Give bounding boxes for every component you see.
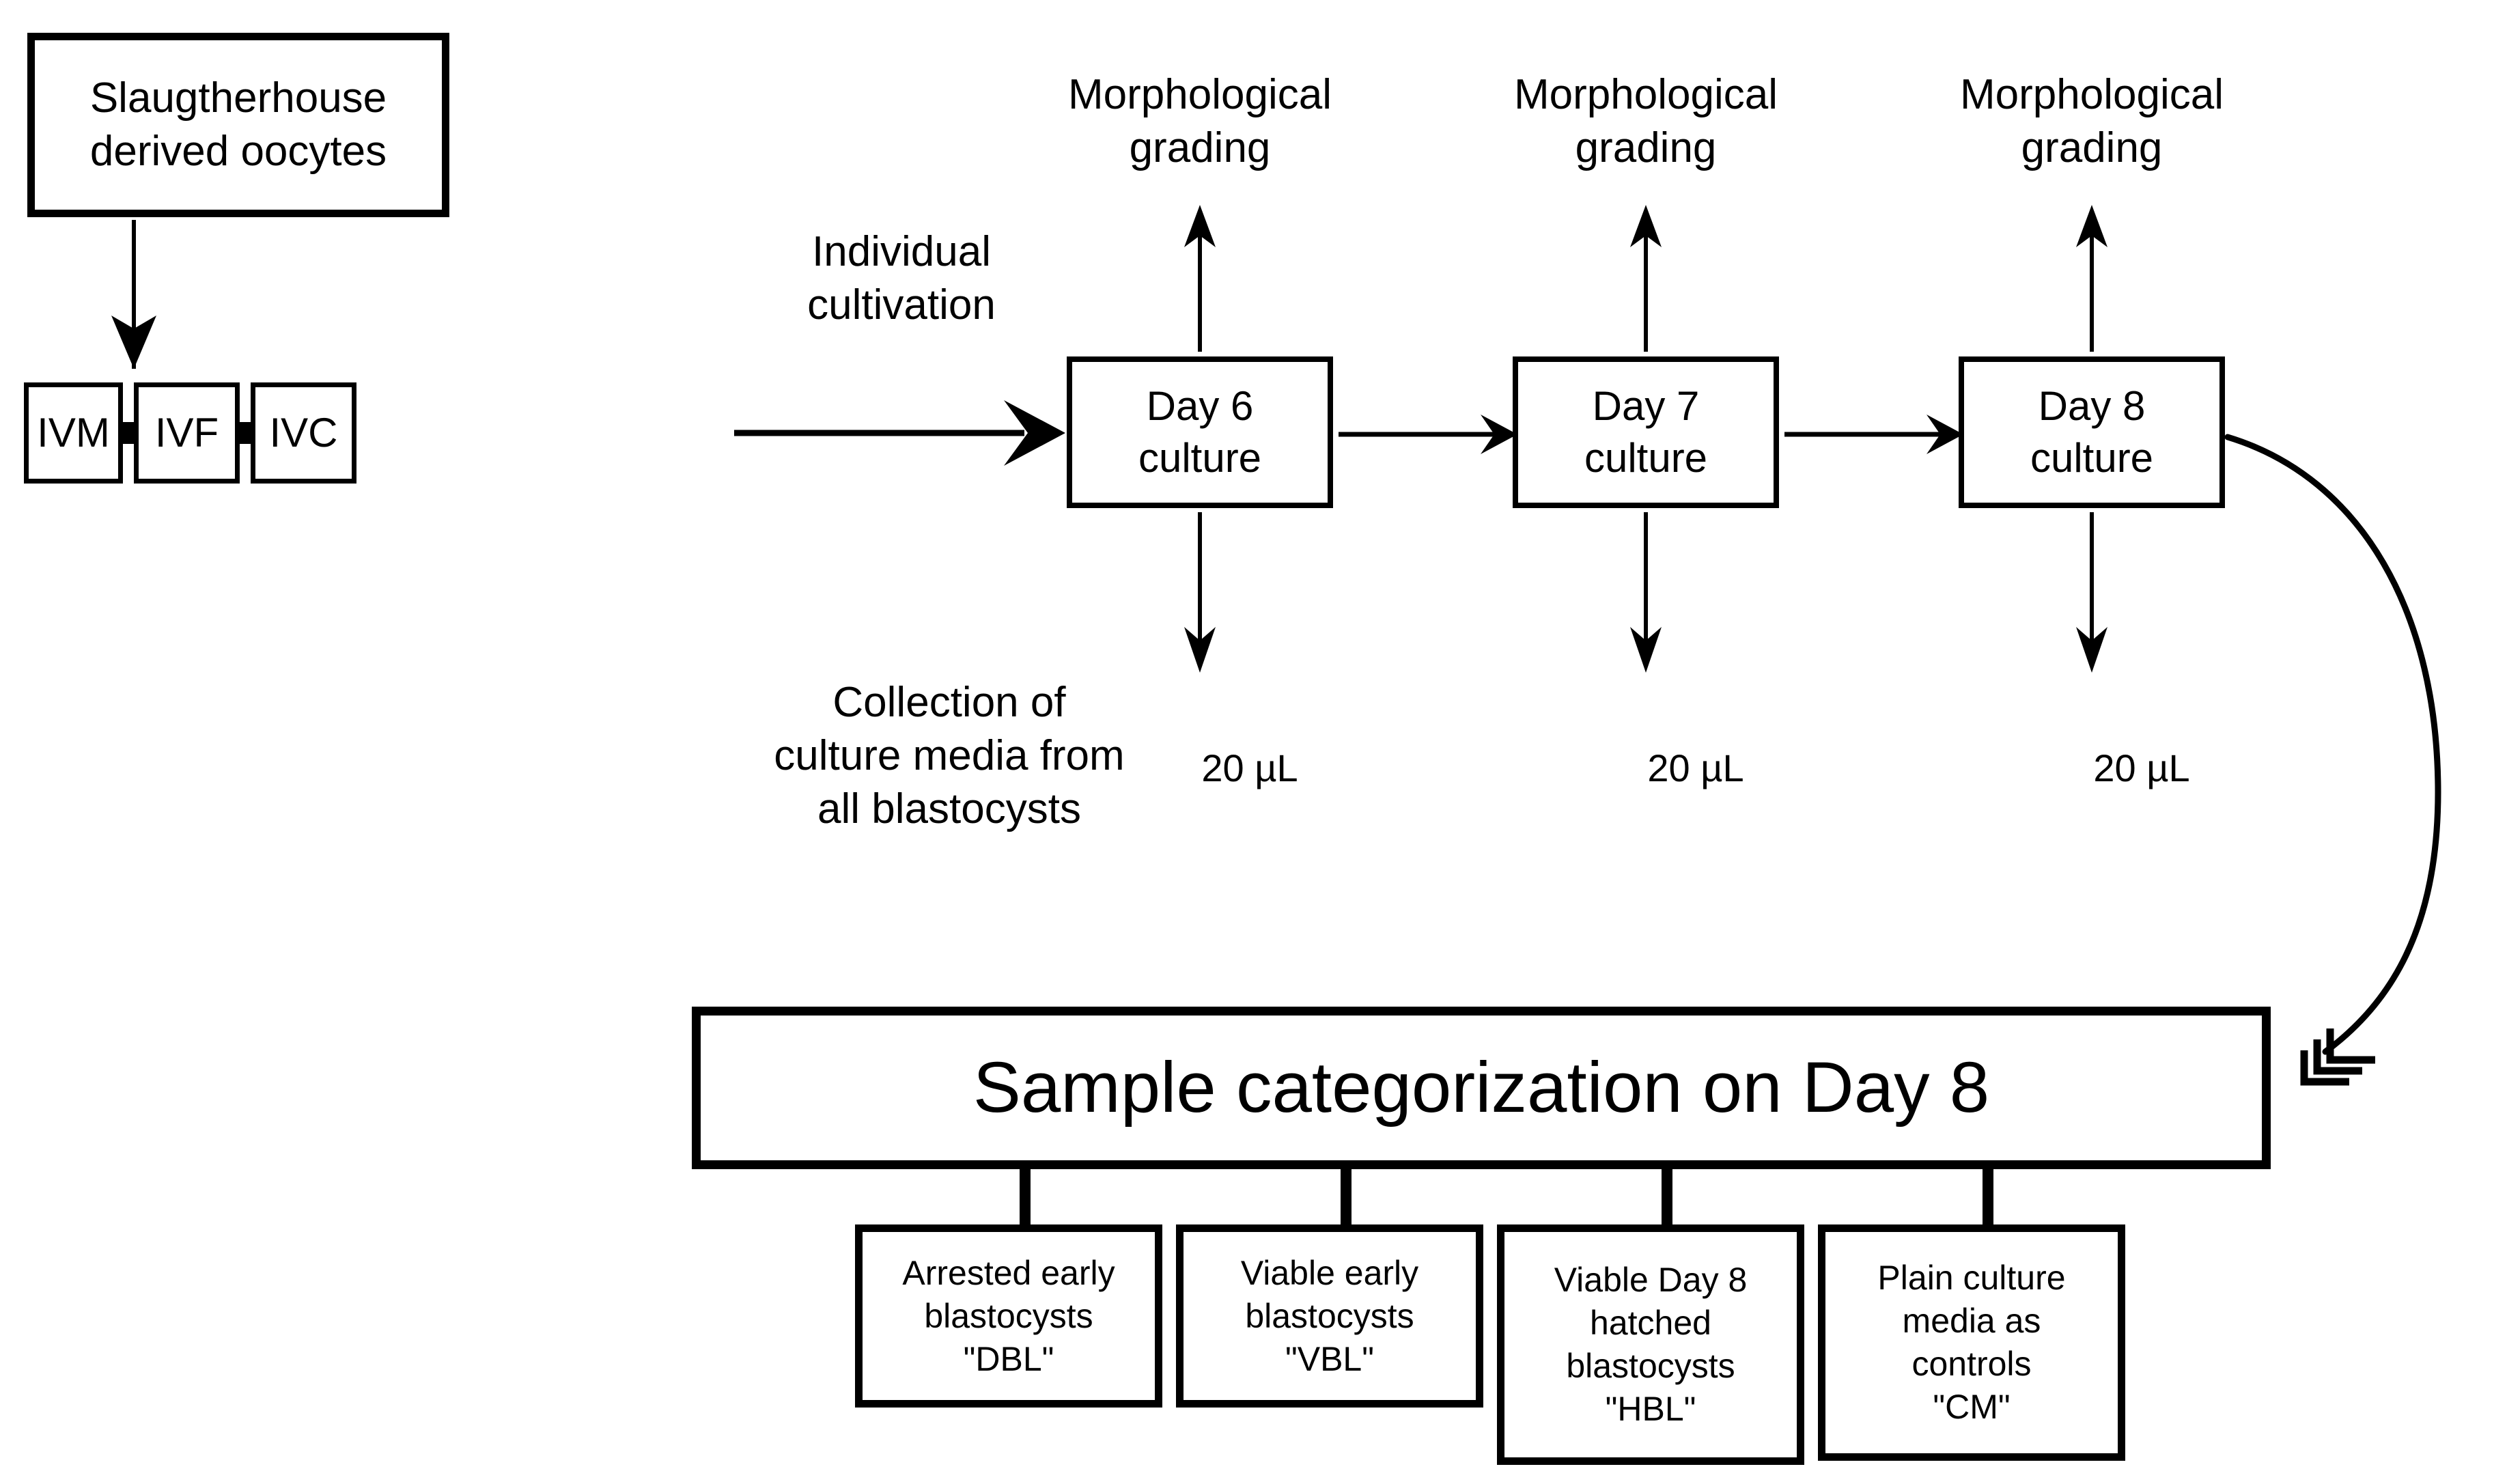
- connector-ivm-ivf: [122, 422, 135, 444]
- box-category-cm: Plain culture media as controls "CM": [1818, 1224, 2125, 1461]
- box-day-8-culture: Day 8 culture: [1959, 356, 2225, 508]
- arrow-day6-down-collection: [1184, 512, 1216, 673]
- arrow-day8-down-collection: [2076, 512, 2107, 673]
- arrow-day8-up-grading: [2076, 205, 2107, 352]
- label-morphological-grading-day8: Morphological grading: [1960, 71, 2224, 172]
- box-ivf: IVF: [134, 382, 240, 484]
- connector-ivf-ivc: [238, 422, 252, 444]
- arrow-day7-to-day8: [1784, 415, 1963, 454]
- box-day-7-culture: Day 7 culture: [1513, 356, 1779, 508]
- connector-categorization-to-cm: [1983, 1165, 1993, 1228]
- connector-categorization-to-dbl: [1020, 1165, 1031, 1228]
- box-ivm: IVM: [24, 382, 123, 484]
- box-category-hbl: Viable Day 8 hatched blastocysts "HBL": [1497, 1224, 1804, 1465]
- box-ivc: IVC: [251, 382, 356, 484]
- arrow-day7-down-collection: [1630, 512, 1662, 673]
- label-morphological-grading-day7: Morphological grading: [1514, 71, 1778, 172]
- arrow-day7-up-grading: [1630, 205, 1662, 352]
- connector-categorization-to-vbl: [1341, 1165, 1351, 1228]
- label-morphological-grading-day6: Morphological grading: [1068, 71, 1332, 172]
- label-individual-cultivation: Individual cultivation: [807, 228, 996, 329]
- box-category-dbl: Arrested early blastocysts "DBL": [855, 1224, 1162, 1408]
- box-slaughterhouse-derived-oocytes: Slaugtherhouse derived oocytes: [27, 33, 449, 217]
- connector-categorization-to-hbl: [1662, 1165, 1672, 1228]
- arrow-day8-to-categorization: [2224, 434, 2441, 1086]
- arrow-ivc-to-day6: [734, 400, 1065, 466]
- box-day-6-culture: Day 6 culture: [1067, 356, 1333, 508]
- arrow-day6-to-day7: [1339, 415, 1517, 454]
- label-volume-day7: 20 µL: [1647, 746, 1744, 789]
- box-sample-categorization-on-day-8: Sample categorization on Day 8: [692, 1007, 2271, 1169]
- label-collection-of-culture-media: Collection of culture media from all bla…: [774, 679, 1125, 833]
- box-category-vbl: Viable early blastocysts "VBL": [1176, 1224, 1483, 1408]
- arrow-day6-up-grading: [1184, 205, 1216, 352]
- label-volume-day6: 20 µL: [1201, 746, 1298, 789]
- label-volume-day8: 20 µL: [2093, 746, 2190, 789]
